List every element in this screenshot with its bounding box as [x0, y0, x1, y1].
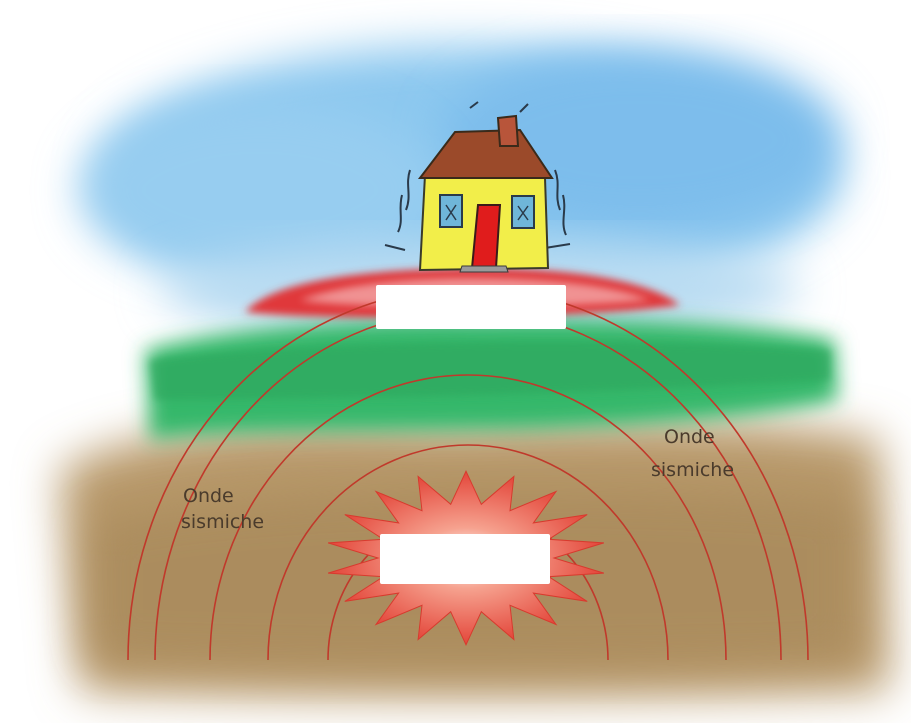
- hypocenter-label-box: [380, 534, 550, 584]
- wave-label-left-line2: sismiche: [181, 511, 264, 533]
- epicenter-label-box: [376, 285, 566, 329]
- wave-label-right-line1: Onde: [664, 426, 715, 448]
- wave-label-right-line2: sismiche: [651, 459, 734, 481]
- wave-label-left-line1: Onde: [183, 485, 234, 507]
- grass-layer: [145, 319, 838, 440]
